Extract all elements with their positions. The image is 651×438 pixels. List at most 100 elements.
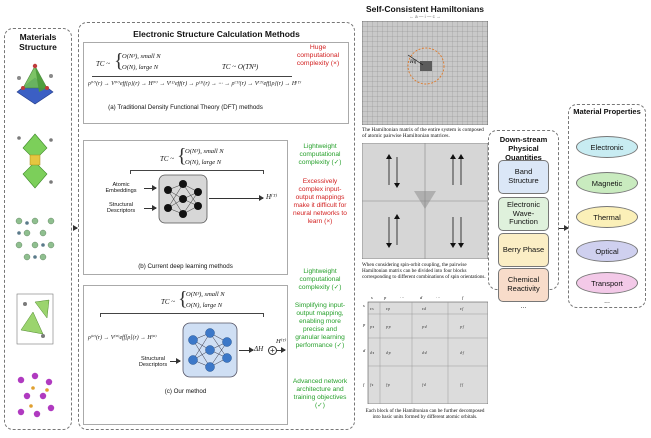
hamiltonian-title: Self-Consistent Hamiltonians [365, 4, 485, 14]
svg-text:f·p: f·p [386, 383, 390, 387]
hamiltonian-caption-2: When considering spin-orbit coupling, th… [362, 262, 486, 281]
dl-tc-small: O(N³), small N [185, 148, 224, 155]
ours-note-1: Lightweight computational complexity (✓) [298, 268, 342, 291]
dl-box [83, 140, 288, 275]
svg-text:f·f: f·f [460, 383, 464, 387]
dft-caption: (a) Traditional Density Functional Theor… [108, 104, 263, 111]
hamiltonian-caption-1: The Hamiltonian matrix of the entire sys… [362, 127, 484, 140]
ours-note-2: Simplifying input-output mapping, enabli… [294, 302, 346, 349]
svg-text:s·f: s·f [460, 307, 464, 311]
structure-4-image [16, 293, 54, 345]
dl-brace: { [177, 145, 187, 167]
dl-arrow-in-2 [144, 205, 157, 211]
dft-tc-right: TC ~ O(TN³) [222, 63, 259, 71]
property-thermal: Thermal [576, 206, 638, 228]
ours-box [83, 285, 288, 425]
svg-text:d·f: d·f [460, 351, 465, 355]
property-optical: Optical [576, 240, 638, 262]
downstream-more: ... [520, 303, 527, 310]
property-electronic: Electronic [576, 136, 638, 158]
ours-plus-icon: + [268, 346, 277, 355]
svg-text:s·d: s·d [422, 307, 426, 311]
structure-3-image [15, 217, 55, 261]
ours-delta: ΔH [254, 345, 264, 353]
hamiltonian-top-axis: ← a — i — c → [409, 14, 441, 19]
svg-text:f·d: f·d [422, 383, 426, 387]
downstream-item-berry-phase: Berry Phase [498, 233, 549, 267]
orb-row-2: d [363, 348, 366, 353]
methods-title: Electronic Structure Calculation Methods [133, 29, 300, 39]
ours-input: Structural Descriptors [138, 356, 168, 369]
orb-col-1: p [384, 295, 387, 300]
dft-box [83, 42, 349, 124]
dl-input-1: Atomic Embeddings [105, 182, 137, 195]
ours-tc-small: O(N³), small N [186, 291, 225, 298]
dl-tc-left: TC ~ [160, 155, 175, 163]
dft-note: Huge computational complexity (×) [296, 44, 340, 68]
dl-arrow-in-1 [144, 185, 157, 191]
downstream-item-band-structure: Band Structure [498, 160, 549, 194]
dft-brace: { [114, 50, 124, 72]
ours-bracket-line [100, 313, 264, 317]
orb-col-5: f [462, 295, 464, 300]
dl-caption: (b) Current deep learning methods [138, 263, 233, 270]
svg-text:p·f: p·f [459, 325, 465, 329]
arrow-materials-to-methods [73, 225, 78, 231]
ours-brace: { [178, 288, 188, 310]
orb-col-0: s [371, 295, 373, 300]
orb-col-3: d [420, 295, 423, 300]
downstream-item-chemical-reactivity: Chemical Reactivity [498, 268, 549, 302]
dft-tc-left: TC ~ [96, 60, 111, 68]
arrow-downstream-to-properties [559, 225, 569, 231]
ours-note-3: Advanced network architecture and traini… [292, 378, 348, 409]
orbital-matrix: s·s s·p s·d s·f p·s p·p p·d p·f d·s d·p d·d d·f f… [367, 301, 488, 404]
orb-col-2: ··· [400, 295, 405, 300]
properties-more: ... [604, 298, 610, 305]
ours-output: H⁽ᵀ⁾ [276, 338, 287, 345]
structure-5-image [17, 372, 55, 418]
ours-tc-large: O(N), large N [186, 302, 223, 309]
svg-text:d·d: d·d [422, 351, 427, 355]
ours-chain: ρ⁽⁰⁾(r) → V⁽⁰⁾eff[ρ](r) → H⁽⁰⁾ [88, 335, 157, 341]
ours-network-icon [182, 322, 238, 378]
structure-1-image [16, 63, 54, 105]
dl-tc-large: O(N), large N [185, 159, 222, 166]
dl-note-green: Lightweight computational complexity (✓) [298, 143, 342, 166]
svg-text:p·s: p·s [369, 325, 375, 329]
downstream-title: Down-stream Physical Quantities [499, 135, 548, 162]
properties-title: Material Properties [573, 107, 641, 116]
dl-input-2: Structural Descriptors [106, 202, 136, 215]
orb-row-3: f [363, 382, 365, 387]
dl-output: H⁽ᵀ⁾ [266, 193, 278, 201]
ours-tc-left: TC ~ [161, 298, 176, 306]
downstream-item-wave-function: Electronic Wave-Function [498, 197, 549, 231]
orb-row-1: p [363, 322, 366, 327]
svg-text:s·p: s·p [386, 307, 390, 311]
dl-network-icon [158, 174, 208, 224]
svg-text:p·p: p·p [385, 325, 391, 329]
orb-row-0: s [363, 303, 365, 308]
dft-tc-large: O(N), large N [122, 64, 159, 71]
dft-chain: ρ⁽⁰⁾(r) → V⁽⁰⁾eff[ρ](r) → H⁽⁰⁾ → V⁽¹⁾eff… [88, 81, 302, 87]
svg-text:d·p: d·p [386, 351, 391, 355]
property-magnetic: Magnetic [576, 172, 638, 194]
dl-bracket-line [130, 170, 264, 174]
ours-arrow-out [277, 347, 286, 353]
property-transport: Transport [576, 272, 638, 294]
hamiltonian-caption-3: Each block of the Hamiltonian can be fur… [365, 408, 485, 421]
svg-text:d·s: d·s [370, 351, 375, 355]
ours-arrow-in [170, 358, 181, 364]
materials-title: Materials Structure [19, 32, 57, 52]
structure-2-image [17, 133, 53, 189]
dl-arrow-out [209, 195, 264, 201]
dft-tc-small: O(N³), small N [122, 53, 161, 60]
hamiltonian-grid: Hij [362, 21, 488, 125]
svg-text:p·d: p·d [421, 325, 427, 329]
svg-text:Hij: Hij [409, 60, 417, 65]
ours-caption: (c) Our method [164, 388, 207, 395]
dft-bracket-line [92, 76, 292, 77]
svg-text:f·s: f·s [370, 383, 374, 387]
spin-block-matrix [362, 143, 488, 259]
dl-note-red: Excessively complex input-output mapping… [293, 178, 347, 225]
svg-text:s·s: s·s [370, 307, 374, 311]
